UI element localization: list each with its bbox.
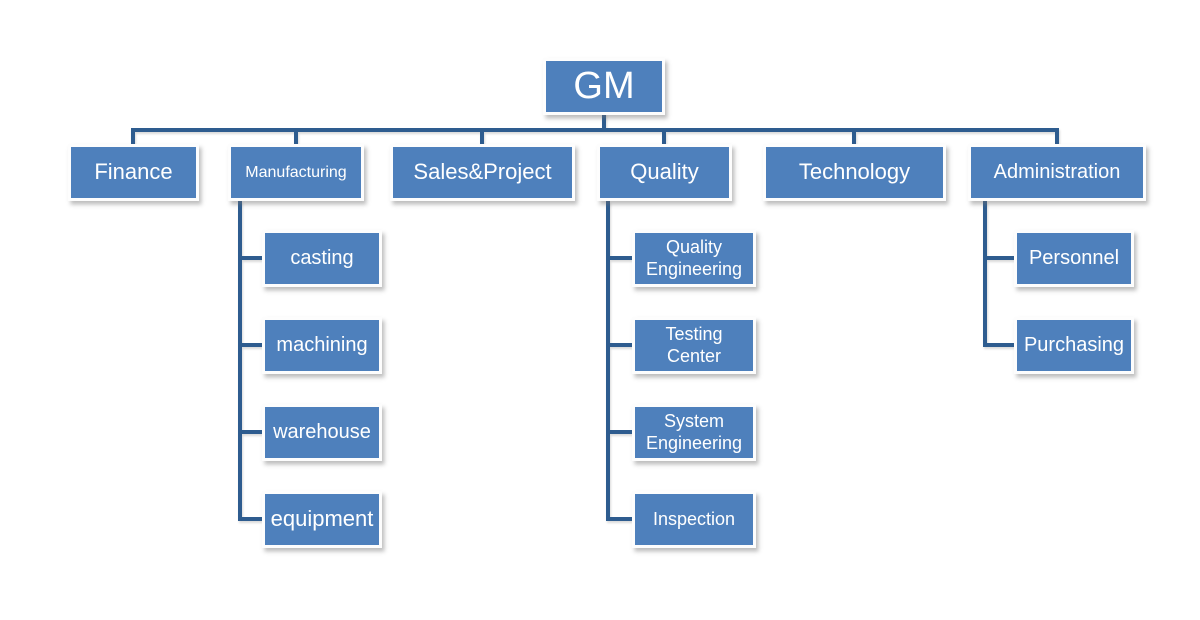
org-node-purchasing[interactable]: Purchasing [1014, 317, 1134, 374]
org-node-quality-engineering[interactable]: Quality Engineering [632, 230, 756, 287]
connector-trunk-administration [983, 201, 987, 347]
connector-branch-inspection [610, 517, 632, 521]
connector-drop-manufacturing [294, 132, 298, 144]
org-node-finance[interactable]: Finance [68, 144, 199, 201]
org-node-quality[interactable]: Quality [597, 144, 732, 201]
org-node-inspection[interactable]: Inspection [632, 491, 756, 548]
org-node-warehouse[interactable]: warehouse [262, 404, 382, 461]
org-node-equipment[interactable]: equipment [262, 491, 382, 548]
connector-branch-machining [242, 343, 262, 347]
connector-drop-finance [131, 132, 135, 144]
org-node-manufacturing[interactable]: Manufacturing [228, 144, 364, 201]
connector-branch-equipment [242, 517, 262, 521]
org-node-system-engineering[interactable]: System Engineering [632, 404, 756, 461]
connector-trunk-manufacturing [238, 201, 242, 521]
connector-branch-system-engineering [610, 430, 632, 434]
org-node-machining[interactable]: machining [262, 317, 382, 374]
org-node-casting[interactable]: casting [262, 230, 382, 287]
connector-drop-quality [662, 132, 666, 144]
org-node-administration[interactable]: Administration [968, 144, 1146, 201]
connector-drop-administration [1055, 132, 1059, 144]
connector-drop-sales-project [480, 132, 484, 144]
connector-trunk-quality [606, 201, 610, 521]
org-node-personnel[interactable]: Personnel [1014, 230, 1134, 287]
connector-gm-stub [602, 113, 606, 128]
connector-branch-quality-engineering [610, 256, 632, 260]
connector-branch-personnel [987, 256, 1014, 260]
connector-drop-technology [852, 132, 856, 144]
connector-branch-casting [242, 256, 262, 260]
connector-branch-warehouse [242, 430, 262, 434]
connector-branch-purchasing [987, 343, 1014, 347]
org-node-gm[interactable]: GM [543, 58, 665, 115]
org-node-technology[interactable]: Technology [763, 144, 946, 201]
org-node-testing-center[interactable]: Testing Center [632, 317, 756, 374]
connector-branch-testing-center [610, 343, 632, 347]
connector-bus [131, 128, 1059, 132]
org-node-sales-project[interactable]: Sales&Project [390, 144, 575, 201]
